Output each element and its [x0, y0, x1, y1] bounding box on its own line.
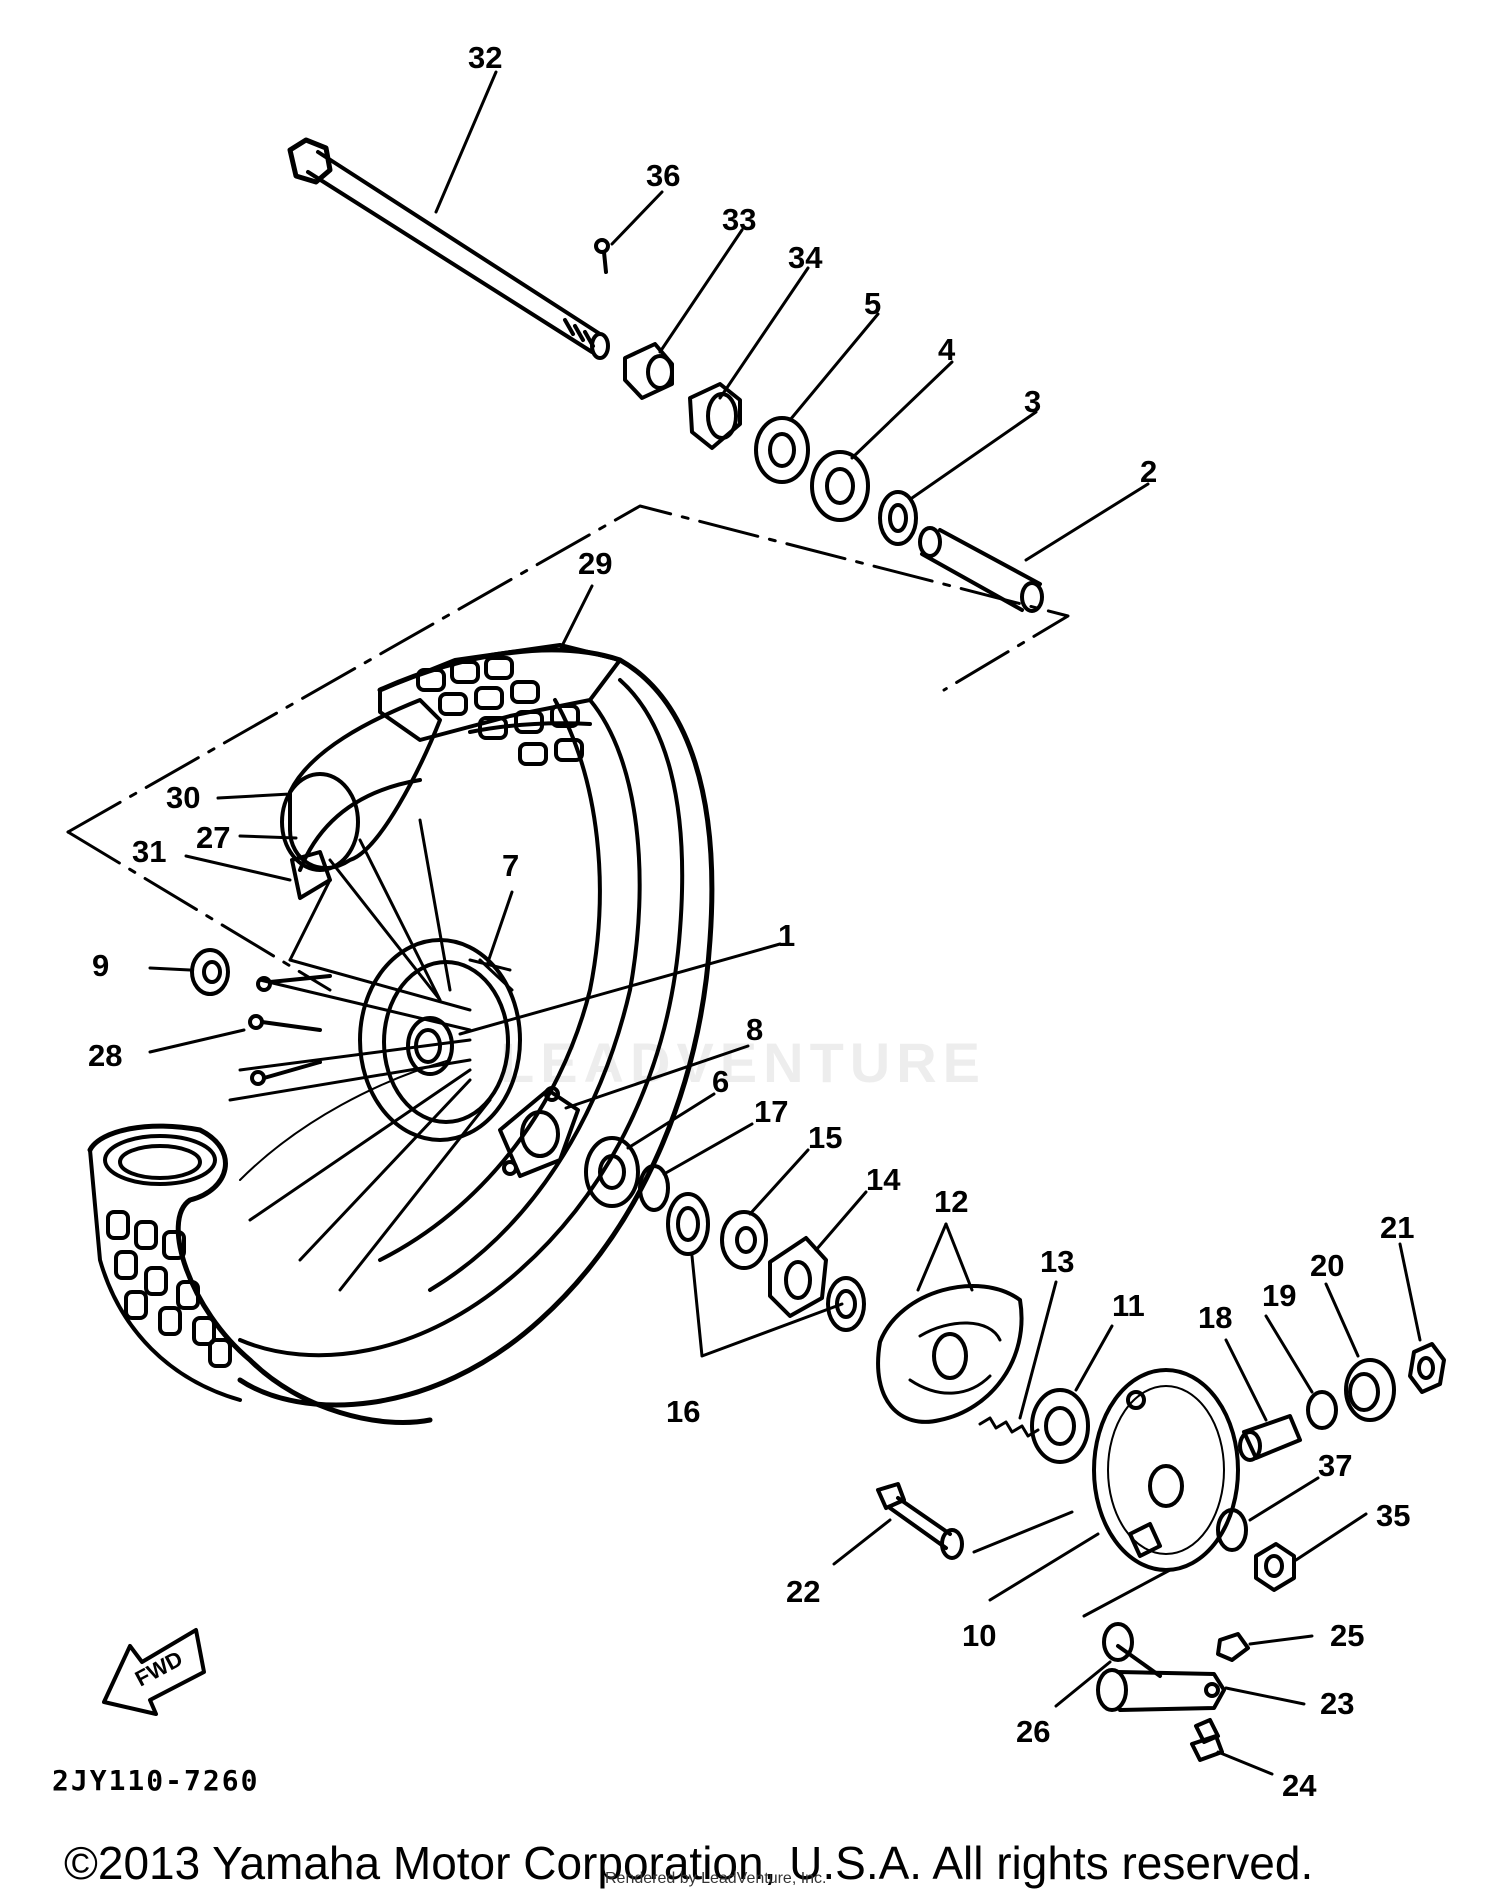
collar	[623, 342, 674, 400]
part-label: 15	[808, 1120, 843, 1155]
part-label: 29	[578, 546, 613, 581]
part-label: 26	[1016, 1714, 1051, 1749]
part-label: 2	[1140, 454, 1158, 489]
copyright: ©2013 Yamaha Motor Corporation, U.S.A. A…	[64, 1837, 1314, 1889]
spoke-set	[248, 974, 332, 1086]
part-label: 31	[132, 834, 167, 869]
assembly-outline-left	[66, 830, 332, 992]
lever-nut	[1216, 1632, 1250, 1662]
spoke-nipple	[190, 948, 230, 996]
part-label: 6	[712, 1064, 730, 1099]
part-label: 37	[1318, 1448, 1353, 1483]
leader-lines	[148, 70, 1422, 1776]
part-label: 25	[1330, 1618, 1365, 1653]
lever-bolt	[1190, 1718, 1224, 1762]
bearing-lower	[584, 1136, 640, 1208]
brake-shoe-plate	[1092, 1368, 1240, 1572]
cotter-pin	[594, 238, 610, 274]
part-label: 30	[166, 780, 201, 815]
oil-seal-upper	[688, 382, 742, 450]
part-label: 1	[778, 918, 796, 953]
part-label: 32	[468, 40, 503, 75]
flange	[498, 1086, 580, 1178]
part-label: 8	[746, 1012, 764, 1047]
part-label: 4	[938, 332, 956, 367]
hub	[358, 938, 522, 1142]
part-label: 10	[962, 1618, 997, 1653]
part-label: 11	[1112, 1288, 1145, 1323]
meter-clutch	[768, 1236, 828, 1318]
part-label: 12	[934, 1184, 969, 1219]
rim-and-spokes	[228, 778, 492, 1292]
brake-cam	[1238, 1414, 1302, 1462]
forward-arrow-icon	[102, 1628, 206, 1716]
part-label: 9	[92, 948, 110, 983]
brake-shoe-set	[876, 1284, 1024, 1424]
oil-seal-lower-left	[666, 1192, 710, 1256]
part-label: 16	[666, 1394, 701, 1429]
meter-gear	[720, 1210, 768, 1270]
return-spring	[978, 1416, 1040, 1438]
part-label: 14	[866, 1162, 901, 1197]
axle	[287, 137, 610, 360]
bearing-upper	[754, 416, 810, 484]
part-label: 35	[1376, 1498, 1411, 1533]
part-label: 22	[786, 1574, 821, 1609]
part-label: 33	[722, 202, 757, 237]
tire	[87, 643, 715, 1425]
part-label: 5	[864, 286, 882, 321]
spacer-flange	[1344, 1358, 1396, 1422]
rendered-by: Rendered by LeadVenture, Inc.	[605, 1870, 827, 1887]
part-label: 13	[1040, 1244, 1075, 1279]
part-label: 18	[1198, 1300, 1233, 1335]
circlip-lower	[638, 1164, 670, 1212]
part-label: 27	[196, 820, 231, 855]
oil-seal-lower-right	[826, 1276, 866, 1332]
part-label: 28	[88, 1038, 123, 1073]
part-label: 17	[754, 1094, 789, 1129]
washer-upper	[1306, 1390, 1338, 1430]
part-label: 7	[502, 848, 520, 883]
part-label: 23	[1320, 1686, 1355, 1721]
nut-upper	[1408, 1342, 1446, 1394]
indicator-washer	[1102, 1622, 1134, 1662]
part-label: 36	[646, 158, 681, 193]
part-label: 20	[1310, 1248, 1345, 1283]
washer-lower	[1216, 1508, 1248, 1552]
circlip	[878, 490, 918, 546]
part-label: 34	[788, 240, 823, 275]
tube	[280, 698, 442, 872]
bearing-middle	[810, 450, 870, 522]
part-label: 19	[1262, 1278, 1297, 1313]
part-label: 24	[1282, 1768, 1317, 1803]
cam-lever	[1096, 1644, 1226, 1712]
watermark: LEADVENTURE	[500, 1031, 987, 1094]
part-label: 21	[1380, 1210, 1415, 1245]
meter-cable	[876, 1482, 1074, 1560]
part-label: 3	[1024, 384, 1042, 419]
plate-link	[1082, 1568, 1172, 1618]
diagram-code: 2JY110-7260	[52, 1764, 260, 1797]
axle-nut	[1254, 1542, 1296, 1592]
oil-seal-brake	[1030, 1388, 1090, 1464]
spacer	[918, 526, 1044, 613]
assembly-outline	[66, 504, 1070, 834]
